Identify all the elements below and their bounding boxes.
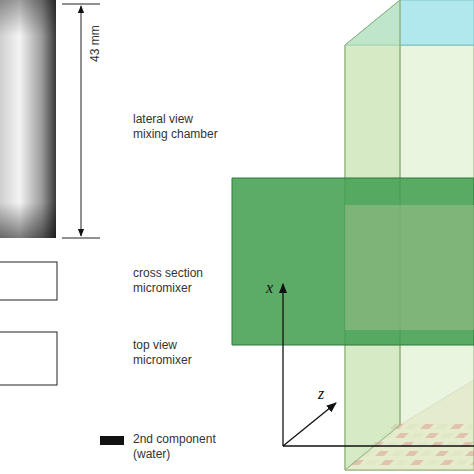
- cross-section-box: [0, 262, 57, 300]
- view-label: cross section micromixer: [133, 266, 228, 296]
- dimension-label: 43 mm: [88, 25, 103, 62]
- legend-text: 2nd component (water): [133, 432, 228, 462]
- dimension-tick: [62, 238, 100, 239]
- laser-sheet: [232, 178, 474, 345]
- axis-label: z: [318, 386, 338, 401]
- legend-swatch: [100, 436, 124, 445]
- top-view-box: [0, 332, 57, 385]
- chamber-photo: [0, 0, 56, 238]
- view-label: lateral view mixing chamber: [133, 112, 228, 142]
- axis-label: x: [266, 280, 286, 295]
- legend-entry: 2nd component (water): [100, 432, 228, 462]
- dimension-line: [81, 6, 82, 236]
- photo-shade: [0, 0, 56, 238]
- x-axis: [282, 284, 283, 446]
- y-axis: [283, 445, 474, 446]
- sheet-in-prism: [345, 205, 474, 330]
- view-label: top view micromixer: [133, 338, 228, 368]
- dimension-tick: [62, 4, 100, 5]
- z-axis: [283, 403, 336, 446]
